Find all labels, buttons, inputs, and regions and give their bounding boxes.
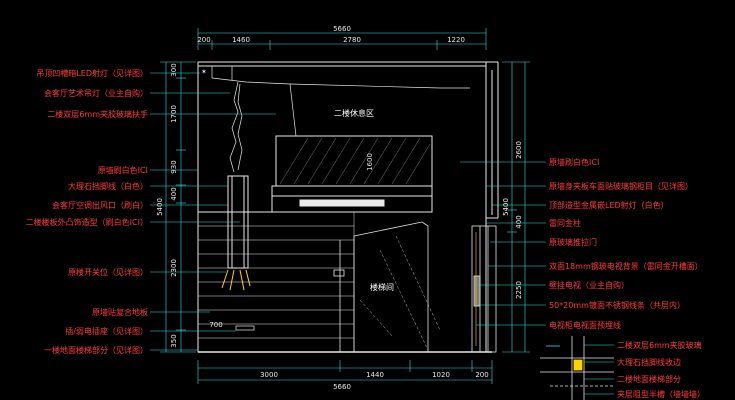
dim-top-seg-4: 1220 <box>447 36 465 44</box>
detail-label-1: 二楼双层6mm夹胶玻璃 <box>617 340 702 350</box>
dim-left-h6: 350 <box>170 334 178 347</box>
left-label-1: 吊顶凹槽暗LED射灯（见详图） <box>36 68 148 78</box>
dim-left-h5: 2300 <box>170 259 178 277</box>
right-label-4: 雷同金柱 <box>549 218 581 228</box>
left-label-10: 插/弱电插座（见详图） <box>65 326 148 336</box>
stair-guide-lines <box>359 235 441 351</box>
dim-top-seg-3: 2780 <box>343 36 361 44</box>
dim-bottom-total: 5660 <box>333 383 351 391</box>
right-label-7: 壁挂电视（业主自购） <box>549 280 629 290</box>
dim-bottom-seg-3: 1020 <box>432 371 450 379</box>
glass-balustrade <box>275 135 433 187</box>
spotlight-icon <box>221 269 251 291</box>
left-leaders <box>150 72 276 351</box>
right-label-9: 电视柜电视面预埋线 <box>549 320 621 330</box>
left-label-11: 一楼地面楼梯部分（见详图） <box>44 345 148 355</box>
left-label-7: 二楼楼板外凸饰造型（刷白色ICI） <box>26 217 148 227</box>
right-dimension-chain <box>502 61 530 353</box>
dim-right-h2: 400 <box>515 215 523 228</box>
dim-left-h1: 300 <box>170 63 178 76</box>
left-label-2: 会客厅艺术吊灯（业主自购） <box>44 88 148 98</box>
top-dimension-chain <box>197 28 487 50</box>
right-leaders <box>460 161 546 326</box>
dim-top-seg-2: 1460 <box>232 36 250 44</box>
left-label-8: 原楼开关位（见详图） <box>68 267 148 277</box>
dim-right-h3: 2250 <box>515 281 523 299</box>
dim-right-h1: 2600 <box>515 141 523 159</box>
light-symbol-icon: ✶ <box>201 68 207 76</box>
room-label-upper: 二楼休息区 <box>334 108 374 118</box>
left-dimension-chain <box>160 61 196 353</box>
right-label-2: 原墙身夹板车面贴玻璃钢柜目（见详图） <box>549 181 693 191</box>
dim-bottom-seg-2: 1440 <box>366 371 384 379</box>
dim-left-h3: 930 <box>170 160 178 173</box>
dim-top-seg-1: 200 <box>197 36 210 44</box>
detail-leaders <box>584 344 614 395</box>
ceiling-soffit <box>211 66 470 137</box>
tv-wall-panel <box>471 225 497 353</box>
dim-bottom-seg-1: 3000 <box>260 371 278 379</box>
socket-icon <box>235 325 255 331</box>
floor-slab <box>198 185 433 213</box>
dim-right-overall: 5400 <box>502 198 510 216</box>
chandelier-icon <box>229 81 243 173</box>
left-label-9: 原墙贴复合地板 <box>92 307 148 317</box>
right-label-1: 原墙刷白色ICI <box>549 157 599 167</box>
detail-label-4: 夹层阻型半槽（墙墙墙） <box>617 389 705 399</box>
dim-left-h4: 400 <box>170 187 178 200</box>
dim-inner-2: 700 <box>209 321 222 329</box>
left-label-4: 原墙刷白色ICI <box>98 165 148 175</box>
elevation-outline <box>197 61 499 353</box>
left-label-6: 会客厅空调出风口（刷白） <box>52 200 148 210</box>
section-detail <box>540 336 614 400</box>
detail-label-3: 二楼地面楼梯部分 <box>617 374 681 384</box>
right-label-8: 50*20mm镀面不锈钢线条（共层内） <box>549 300 685 310</box>
bottom-dimension-chain <box>197 360 493 384</box>
dim-inner-1: 1600 <box>366 153 374 171</box>
right-label-5: 原玻璃推拉门 <box>549 237 597 247</box>
dim-bottom-seg-4: 200 <box>475 371 488 379</box>
left-label-3: 二楼双层6mm夹胶玻璃扶手 <box>47 109 148 119</box>
room-label-stair: 楼梯间 <box>370 282 394 292</box>
dim-top-total: 5660 <box>333 25 351 33</box>
staircase <box>333 221 429 352</box>
dim-left-overall: 5400 <box>156 198 164 216</box>
wood-flooring <box>198 212 355 352</box>
detail-label-2: 大理石挡脚线收边 <box>617 357 681 367</box>
left-label-5: 大理石挡脚线（白色） <box>68 181 148 191</box>
right-label-6: 双面18mm钢玻电视背景（雷同金开槽面） <box>549 261 703 271</box>
right-label-3: 顶部造型金属嵌LED射灯（白色） <box>549 200 669 210</box>
